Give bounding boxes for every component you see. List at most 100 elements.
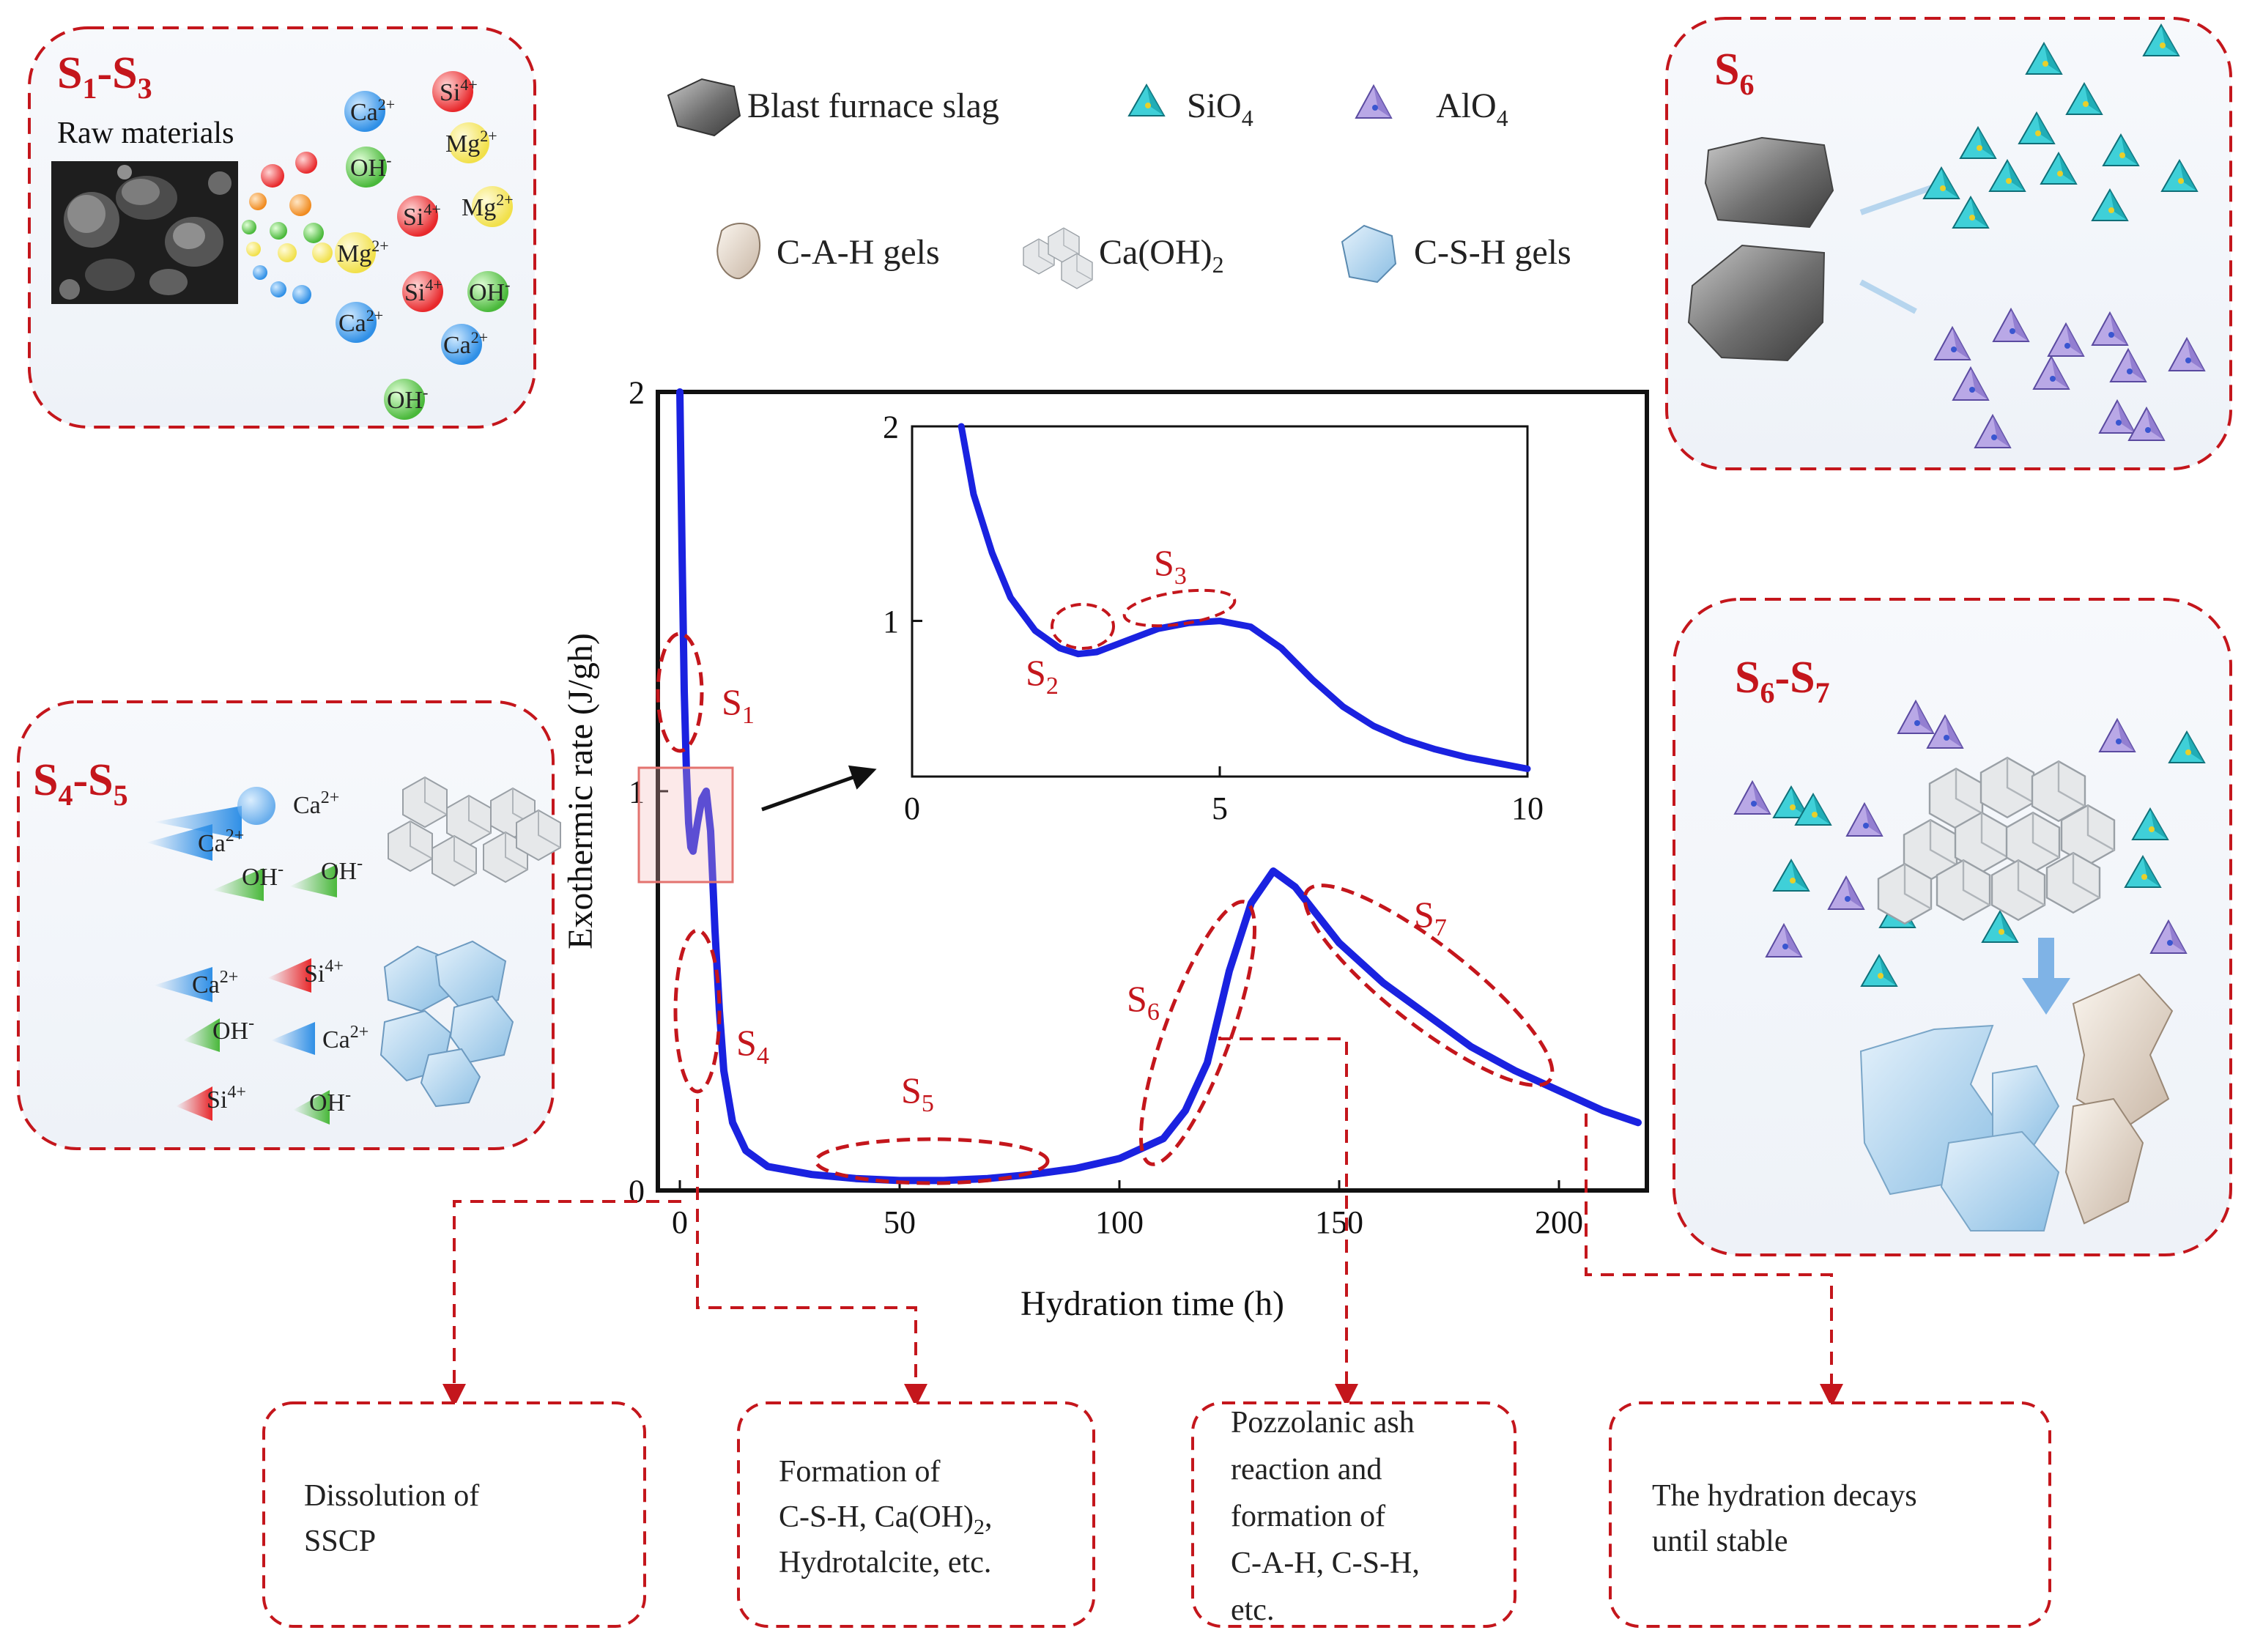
panel-s6-s7: S6-S7	[1673, 598, 2232, 1256]
legend-csh-icon	[1341, 224, 1397, 284]
svg-text:Ca2+: Ca2+	[443, 328, 488, 359]
inset-series-line	[958, 423, 1531, 772]
x-tick-label: 10	[1511, 790, 1544, 826]
panel-s6-title: S6	[1714, 45, 1754, 101]
main-series-line	[676, 388, 1642, 1185]
svg-text:Si4+: Si4+	[440, 75, 478, 106]
panel-s6: S6	[1665, 17, 2232, 470]
x-tick-label: 5	[1212, 790, 1228, 826]
legend-cah-icon	[716, 222, 760, 280]
release-arrow-up	[1859, 184, 1936, 215]
connector-lines	[442, 1037, 1843, 1407]
box-pozzolanic-text: Pozzolanic ash reaction and formation of…	[1231, 1406, 1427, 1627]
inset-chart-frame	[911, 425, 1529, 778]
ion-stream-oh-1: OH-	[212, 860, 284, 901]
ion-oh-2: OH-	[467, 271, 510, 312]
panel-s6-frame	[1665, 17, 2232, 470]
box-dissolution-frame	[262, 1401, 646, 1628]
svg-text:Si4+: Si4+	[207, 1083, 246, 1114]
box-pozzolanic-frame	[1191, 1401, 1516, 1628]
ion-si-2: Si4+	[397, 196, 441, 237]
svg-text:OH-: OH-	[309, 1086, 351, 1116]
svg-text:Ca2+: Ca2+	[293, 788, 339, 819]
connector-pozzolanic	[1218, 1037, 1358, 1407]
gel-products	[1859, 973, 2174, 1231]
ion-stream-ca-4: Ca2+	[271, 1022, 368, 1055]
ion-stream-si-2: Si4+	[176, 1083, 246, 1121]
x-tick-label: 100	[1095, 1204, 1144, 1240]
box-formation-frame	[737, 1401, 1095, 1628]
x-tick-label: 50	[884, 1204, 916, 1240]
transform-arrow	[2022, 938, 2070, 1015]
ion-oh-1: OH-	[346, 147, 391, 188]
inset-y-ticks: 12	[883, 409, 922, 640]
ion-mg-2: Mg2+	[462, 186, 514, 227]
ion-stream-oh-2: OH-	[289, 854, 363, 897]
x-tick-label: 150	[1315, 1204, 1363, 1240]
csh-gel-particles	[379, 940, 514, 1108]
y-tick-label: 0	[629, 1173, 645, 1209]
ion-stream-ca-3: Ca2+	[154, 967, 238, 1002]
ion-ca-2: Ca2+	[336, 302, 383, 343]
ion-si-3: Si4+	[402, 271, 443, 312]
ion-stream-ca-2: Ca2+	[147, 824, 244, 861]
svg-text:Ca2+: Ca2+	[192, 968, 238, 999]
released-particles	[242, 152, 333, 304]
main-y-ticks: 012	[629, 374, 668, 1209]
s3-ellipse	[1122, 588, 1237, 628]
svg-text:Mg2+: Mg2+	[445, 127, 497, 158]
legend-caoh-label: Ca(OH)2	[1099, 233, 1224, 278]
s6-label: S6	[1127, 978, 1160, 1026]
legend-alo4-label: AlO4	[1436, 86, 1508, 131]
ion-stream-oh-3: OH-	[183, 1014, 254, 1052]
main-x-axis-label: Hydration time (h)	[1021, 1284, 1284, 1323]
s3-label: S3	[1154, 542, 1187, 590]
svg-text:OH-: OH-	[387, 383, 428, 414]
s4-ellipse	[673, 928, 722, 1094]
box-formation-text: Formation of C-S-H, Ca(OH)2, Hydrotalcit…	[779, 1455, 1000, 1579]
legend-sio4-icon	[1128, 84, 1165, 116]
zoom-arrow	[761, 765, 877, 812]
ion-mg-3: Mg2+	[335, 232, 389, 273]
ion-stream-oh-4: OH-	[293, 1086, 351, 1125]
s7-ellipse	[1303, 884, 1555, 1087]
ion-si-1: Si4+	[432, 71, 478, 112]
svg-text:Ca2+: Ca2+	[338, 306, 383, 337]
svg-text:Si4+: Si4+	[304, 957, 344, 988]
ion-mg-1: Mg2+	[445, 122, 497, 163]
panel-s6-s7-title: S6-S7	[1735, 653, 1830, 709]
legend-caoh-icon	[1023, 227, 1093, 289]
svg-text:OH-: OH-	[350, 151, 391, 182]
connector-decay	[1585, 1114, 1843, 1407]
s2-label: S2	[1026, 652, 1059, 700]
s7-label: S7	[1414, 894, 1447, 941]
svg-text:Mg2+: Mg2+	[337, 237, 389, 267]
s6-ellipse	[1138, 900, 1257, 1166]
svg-text:Ca2+: Ca2+	[198, 826, 244, 857]
ion-ca-3: Ca2+	[441, 324, 488, 365]
svg-text:Mg2+: Mg2+	[462, 190, 514, 221]
ion-oh-3: OH-	[384, 379, 428, 420]
legend-sio4-label: SiO4	[1187, 86, 1253, 131]
s2-ellipse	[1051, 603, 1115, 650]
svg-text:Si4+: Si4+	[403, 200, 441, 231]
y-tick-label: 2	[629, 374, 645, 410]
panel-s4-s5-title: S4-S5	[33, 755, 128, 812]
svg-text:Ca2+: Ca2+	[350, 95, 395, 126]
inset-x-ticks: 0 5 10	[904, 766, 1544, 826]
s1-ellipse	[656, 631, 704, 753]
x-tick-label: 0	[904, 790, 920, 826]
svg-text:OH-: OH-	[242, 860, 284, 891]
x-tick-label: 0	[672, 1204, 688, 1240]
y-tick-label: 2	[883, 409, 899, 445]
panel-s1-s3: S1-S3 Raw materials Ca2+ Si4+ Mg2+ OH- M…	[28, 26, 536, 429]
ion-ca-1: Ca2+	[344, 91, 395, 132]
legend-csh-label: C-S-H gels	[1414, 233, 1571, 272]
panel-s4-s5: S4-S5 Ca2+ Ca2+ OH- OH- Ca2+ Si4+ OH- Ca…	[17, 700, 561, 1150]
ion-stream-si-1: Si4+	[267, 957, 344, 993]
